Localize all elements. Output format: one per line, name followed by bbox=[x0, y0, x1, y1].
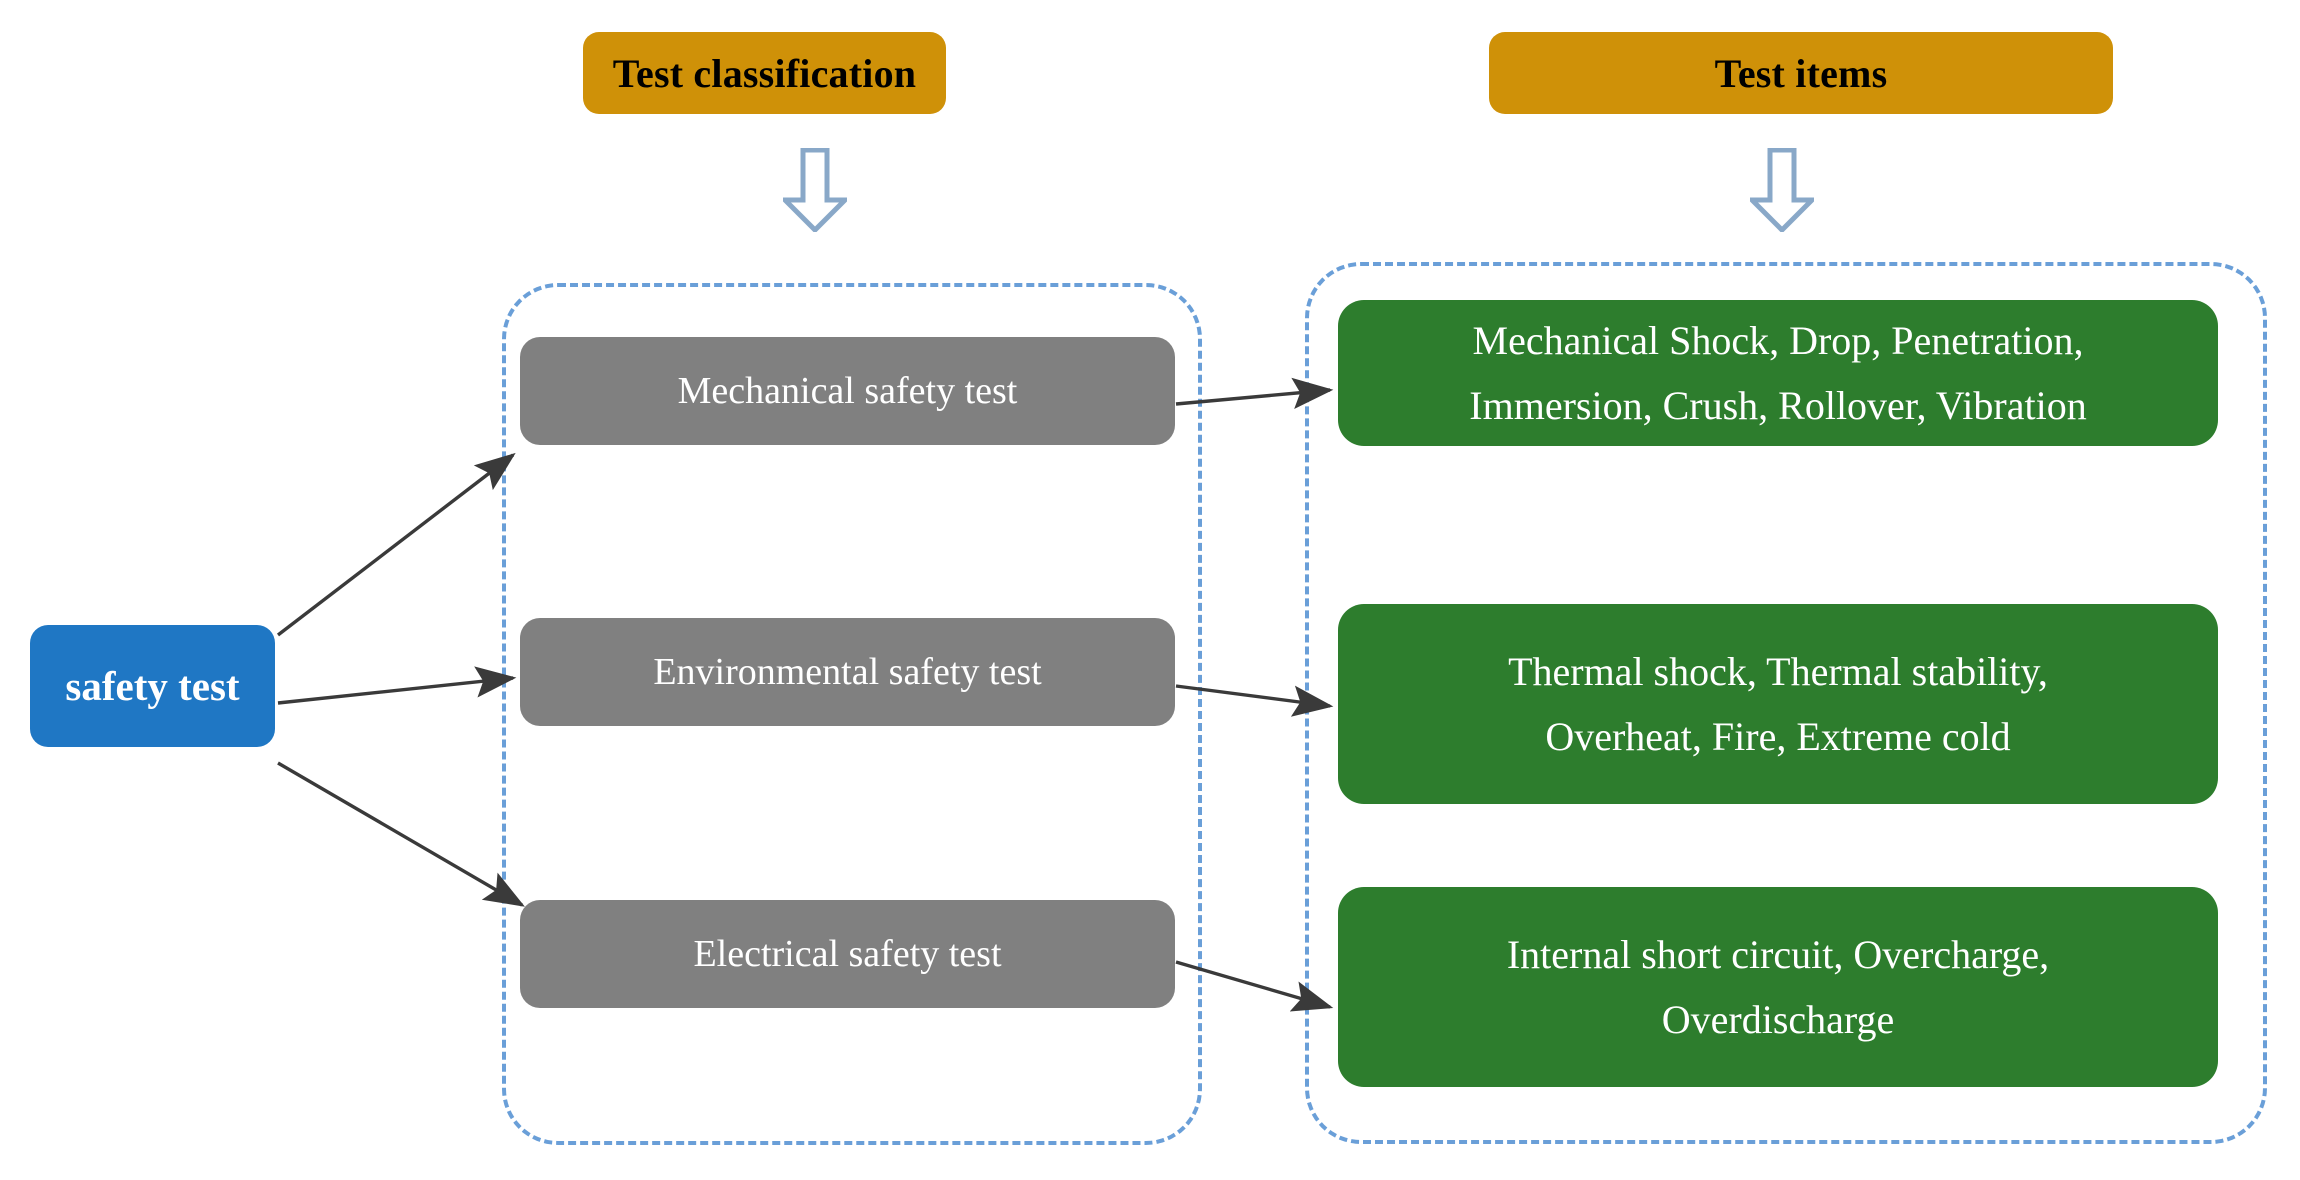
classification-group-container bbox=[502, 283, 1202, 1145]
node-label-line1: Internal short circuit, Overcharge, bbox=[1506, 931, 2050, 977]
header-banner-test-items: Test items bbox=[1489, 32, 2113, 114]
node-environmental-safety-test[interactable]: Environmental safety test bbox=[520, 618, 1175, 726]
edge-root-to-mechanical bbox=[276, 452, 516, 637]
node-label-line2: Immersion, Crush, Rollover, Vibration bbox=[1469, 383, 2087, 428]
hollow-down-arrow-icon bbox=[1745, 147, 1819, 234]
hollow-down-arrow-icon bbox=[778, 147, 852, 234]
header-banner-label: Test items bbox=[1714, 50, 1888, 96]
node-text-block: Mechanical Shock, Drop, Penetration, Imm… bbox=[1469, 309, 2086, 437]
edge-root-to-environmental bbox=[277, 666, 517, 705]
node-label-line1: Mechanical Shock, Drop, Penetration, bbox=[1472, 317, 2084, 363]
node-label: Electrical safety test bbox=[693, 933, 1002, 975]
node-environmental-test-items[interactable]: Thermal shock, Thermal stability, Overhe… bbox=[1338, 604, 2218, 804]
node-text-block: Internal short circuit, Overcharge, Over… bbox=[1507, 923, 2049, 1051]
node-label-line2: Overheat, Fire, Extreme cold bbox=[1545, 714, 2011, 759]
node-electrical-safety-test[interactable]: Electrical safety test bbox=[520, 900, 1175, 1008]
node-mechanical-safety-test[interactable]: Mechanical safety test bbox=[520, 337, 1175, 445]
node-safety-test-label: safety test bbox=[65, 663, 240, 709]
node-text-block: Thermal shock, Thermal stability, Overhe… bbox=[1508, 640, 2048, 768]
node-label-line1: Thermal shock, Thermal stability, bbox=[1508, 648, 2048, 694]
header-banner-label: Test classification bbox=[612, 50, 917, 96]
edge-root-to-electrical bbox=[277, 761, 525, 907]
node-safety-test[interactable]: safety test bbox=[30, 625, 275, 747]
node-mechanical-test-items[interactable]: Mechanical Shock, Drop, Penetration, Imm… bbox=[1338, 300, 2218, 446]
node-label: Environmental safety test bbox=[653, 651, 1042, 693]
node-label: Mechanical safety test bbox=[677, 370, 1018, 412]
node-label-line2: Overdischarge bbox=[1661, 997, 1895, 1042]
node-electrical-test-items[interactable]: Internal short circuit, Overcharge, Over… bbox=[1338, 887, 2218, 1087]
header-banner-test-classification: Test classification bbox=[583, 32, 946, 114]
